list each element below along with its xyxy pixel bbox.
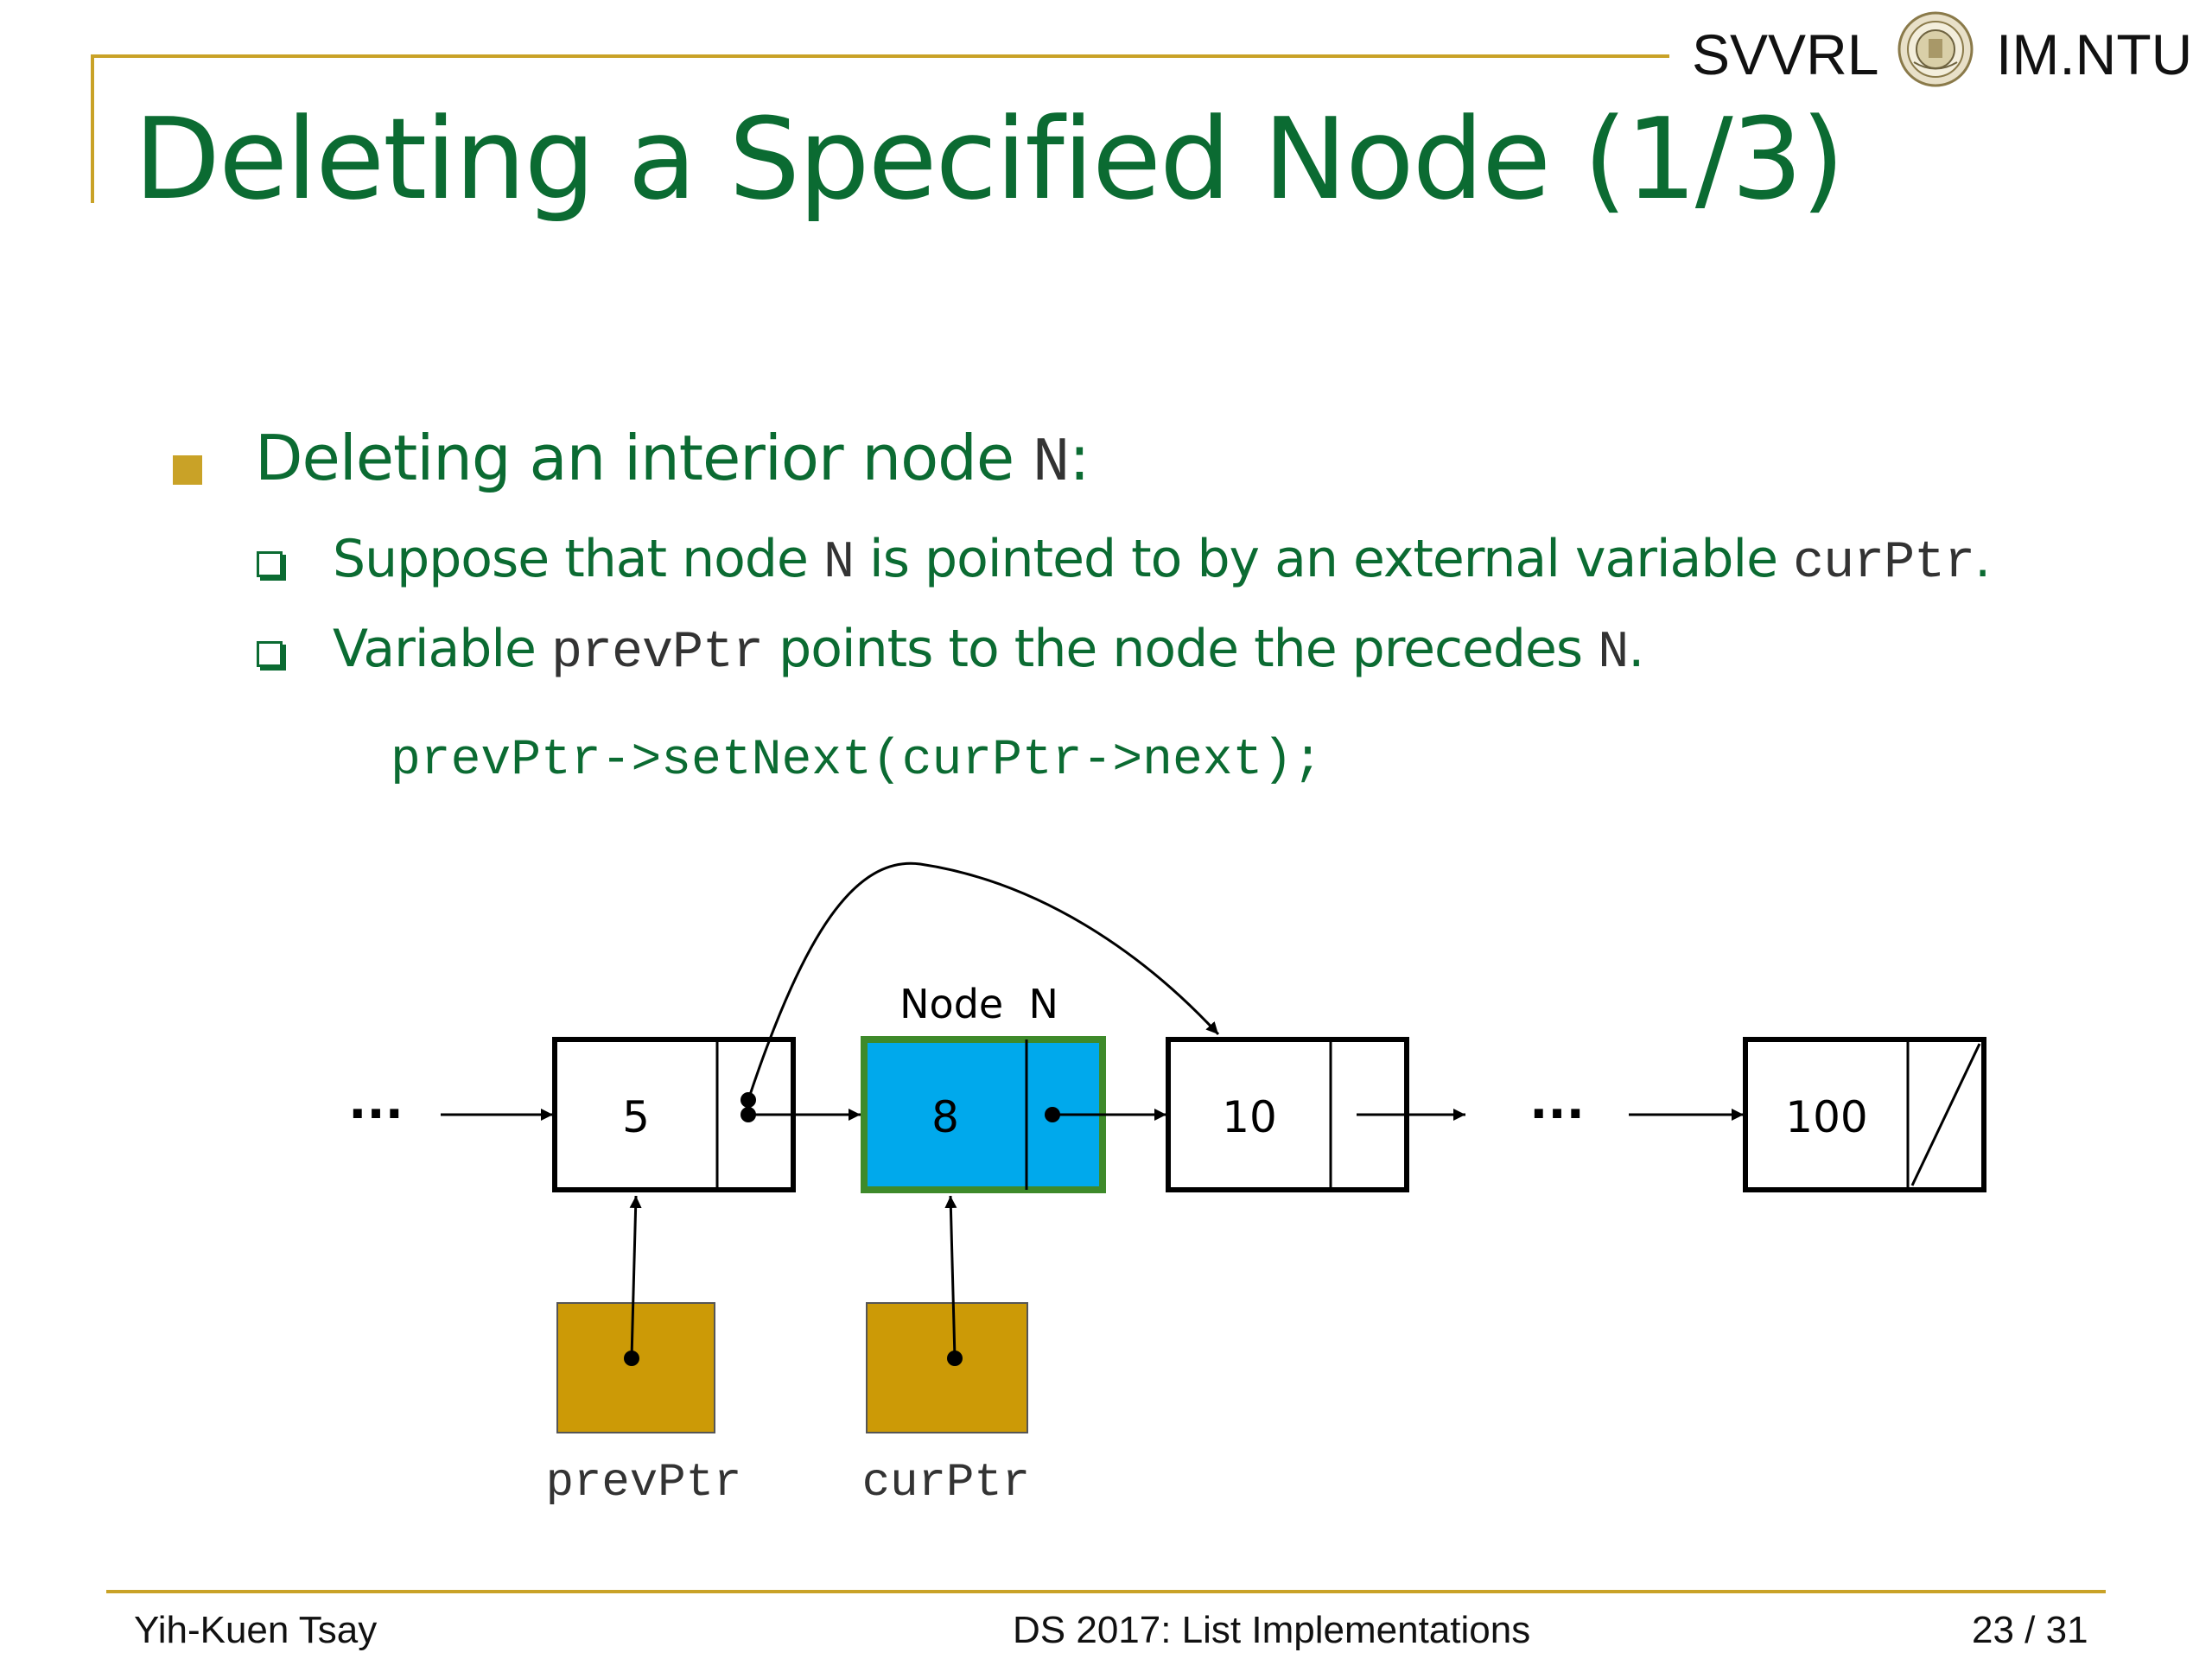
sub-bullet-1-code-a: N — [823, 534, 855, 593]
code-statement: prevPtr->setNext(curPtr->next); — [391, 733, 1323, 789]
bullet-square-icon — [173, 455, 202, 485]
header-rule-left — [91, 54, 94, 203]
ellipsis-left: ··· — [348, 1086, 404, 1142]
node-value: 5 — [622, 1092, 650, 1142]
sub-bullet-2: Variable prevPtr points to the node the … — [333, 619, 1644, 683]
node-value: 10 — [1222, 1092, 1277, 1142]
footer-page: 23 / 31 — [1972, 1609, 2088, 1651]
ntu-seal-icon — [1897, 11, 1974, 87]
node-n-label: Node N — [899, 981, 1058, 1027]
prevptr-variable: prevPtr — [546, 1195, 742, 1510]
list-node-100: 100 — [1743, 1037, 1986, 1192]
arrow-curptr-to-8 — [944, 1195, 957, 1359]
curptr-label: curPtr — [862, 1457, 1030, 1510]
header-rule — [91, 54, 1669, 58]
sub-bullet-2-text-b: points to the node the precedes — [763, 619, 1599, 679]
brand-right-text: IM.NTU — [1996, 22, 2193, 86]
bullet-level1-suffix: : — [1069, 422, 1090, 494]
footer-rule — [106, 1590, 2106, 1593]
bullet-level1-text: Deleting an interior node — [255, 422, 1033, 494]
sub-bullet-box-icon — [257, 551, 283, 577]
sub-bullet-2-code-a: prevPtr — [551, 624, 764, 683]
node-value: 100 — [1785, 1092, 1867, 1142]
footer-author: Yih-Kuen Tsay — [134, 1609, 378, 1651]
sub-bullet-1: Suppose that node N is pointed to by an … — [333, 529, 1991, 593]
sub-bullet-1-text-a: Suppose that node — [333, 529, 823, 589]
brand-svvrl: SVVRL — [1692, 16, 1878, 93]
sub-bullet-2-text-a: Variable — [333, 619, 552, 679]
prevptr-label: prevPtr — [546, 1457, 742, 1510]
brand-left-text: SVVRL — [1692, 22, 1879, 86]
slide-title: Deleting a Specified Node (1/3) — [134, 93, 1845, 225]
sub-bullet-1-code-b: curPtr — [1793, 534, 1975, 593]
ellipsis-middle: ··· — [1529, 1086, 1585, 1142]
sub-bullet-2-text-c: . — [1628, 619, 1644, 679]
sub-bullet-2-code-b: N — [1598, 624, 1629, 683]
arrow-prevptr-to-5 — [629, 1195, 642, 1359]
sub-bullet-box-icon — [257, 641, 283, 667]
footer-course: DS 2017: List Implementations — [1013, 1609, 1531, 1651]
null-pointer-slash — [1910, 1043, 1981, 1186]
node-value: 8 — [931, 1092, 959, 1142]
sub-bullet-1-text-c: . — [1974, 529, 1991, 589]
sub-bullet-1-text-b: is pointed to by an external variable — [853, 529, 1794, 589]
brand-imntu: IM.NTU — [1996, 16, 2192, 93]
arrow-bypass-5-to-10 — [747, 861, 1220, 1101]
bullet-level1-code: N — [1033, 428, 1070, 499]
curptr-variable: curPtr — [862, 1195, 1030, 1510]
bullet-level1: Deleting an interior node N: — [255, 422, 1090, 499]
